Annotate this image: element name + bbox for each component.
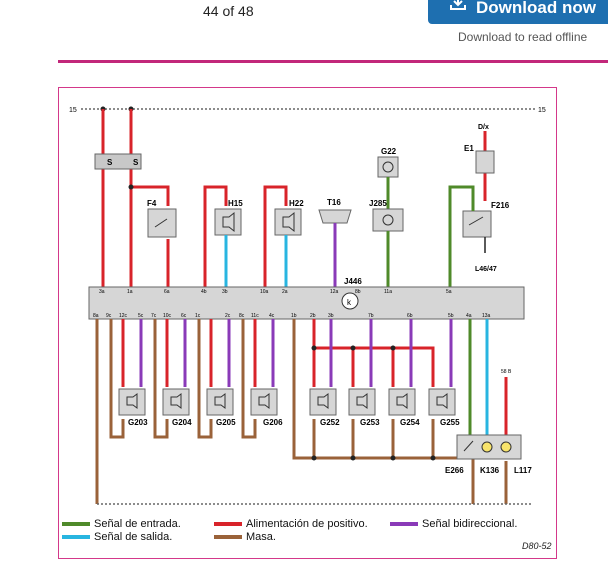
- bottom-pin-7: 1c: [195, 313, 201, 319]
- bottom-pin-2: 12c: [119, 313, 128, 319]
- top-pin-9: 11a: [384, 289, 392, 295]
- bottom-pin-17: 5b: [448, 313, 454, 319]
- label-H22: H22: [289, 199, 304, 208]
- legend-bidir-label: Señal bidireccional.: [422, 518, 518, 530]
- top-pin-8: 8b: [355, 289, 361, 295]
- rail-left-label: 15: [69, 107, 77, 114]
- svg-text:k: k: [347, 298, 352, 307]
- fuse-label-2: S: [133, 158, 139, 167]
- bottom-pin-3: 5c: [138, 313, 144, 319]
- bottom-pin-16: 6b: [407, 313, 413, 319]
- label-G255: G255: [440, 418, 460, 427]
- label-H15: H15: [228, 199, 243, 208]
- label-F4: F4: [147, 199, 157, 208]
- page-indicator: 44 of 48: [203, 3, 254, 19]
- top-pin-1: 1a: [127, 289, 133, 295]
- label-L46-47: L46/47: [475, 266, 497, 273]
- top-bar: 44 of 48 Download now Download to read o…: [0, 0, 608, 58]
- legend-power-label: Alimentación de positivo.: [246, 518, 368, 530]
- label-G254: G254: [400, 418, 420, 427]
- bottom-pin-8: 2c: [225, 313, 231, 319]
- figure-code: D80-52: [522, 541, 552, 551]
- download-offline-link[interactable]: Download to read offline: [458, 30, 588, 44]
- bottom-pin-9: 8c: [239, 313, 245, 319]
- bottom-pin-5: 10c: [163, 313, 172, 319]
- legend-swatch: [62, 535, 90, 539]
- legend-swatch: [390, 522, 418, 526]
- label-J285: J285: [369, 199, 387, 208]
- divider: [58, 60, 608, 63]
- download-button[interactable]: Download now: [428, 0, 608, 24]
- label-G22: G22: [381, 147, 397, 156]
- bottom-pin-4: 7c: [151, 313, 157, 319]
- top-pin-5: 10a: [260, 289, 269, 295]
- bottom-pin-11: 4c: [269, 313, 275, 319]
- bottom-pin-10: 11c: [251, 313, 259, 319]
- bottom-pin-14: 3b: [328, 313, 334, 319]
- label-J446: J446: [344, 277, 362, 286]
- label-58B: 58 B: [501, 369, 512, 375]
- label-G253: G253: [360, 418, 380, 427]
- label-G205: G205: [216, 418, 236, 427]
- legend-ground-label: Masa.: [246, 531, 276, 543]
- legend-swatch: [62, 522, 90, 526]
- legend-swatch: [214, 522, 242, 526]
- label-E266: E266: [445, 466, 464, 475]
- label-G206: G206: [263, 418, 283, 427]
- label-G203: G203: [128, 418, 148, 427]
- top-pin-10: 5a: [446, 289, 452, 295]
- bottom-pin-12: 1b: [291, 313, 297, 319]
- bottom-pin-1: 9c: [106, 313, 112, 319]
- top-pin-6: 2a: [282, 289, 288, 295]
- top-pin-4: 3b: [222, 289, 228, 295]
- fuse-label-1: S: [107, 158, 113, 167]
- wiring-diagram: 15 15 S S F4 H15 H22 T16 G22 J285 D/x E1…: [58, 87, 557, 559]
- label-K136: K136: [480, 466, 500, 475]
- label-E1: E1: [464, 144, 474, 153]
- legend-input-label: Señal de entrada.: [94, 518, 181, 530]
- rail-right-label: 15: [538, 107, 546, 114]
- wiring-diagram-svg: 15 15 S S F4 H15 H22 T16 G22 J285 D/x E1…: [69, 106, 546, 505]
- label-T16: T16: [327, 198, 341, 207]
- legend-output-label: Señal de salida.: [94, 531, 173, 543]
- bottom-pin-15: 7b: [368, 313, 374, 319]
- label-G252: G252: [320, 418, 340, 427]
- download-icon: [450, 0, 466, 10]
- download-button-label: Download now: [476, 0, 596, 17]
- label-Dx: D/x: [478, 124, 489, 131]
- label-F216: F216: [491, 201, 510, 210]
- bottom-pin-19: 13a: [482, 313, 491, 319]
- top-pin-2: 6a: [164, 289, 170, 295]
- top-pin-0: 3a: [99, 289, 105, 295]
- top-pin-7: 12a: [330, 289, 339, 295]
- bottom-pin-18: 4a: [466, 313, 472, 319]
- bottom-pin-13: 2b: [310, 313, 316, 319]
- label-L117: L117: [514, 466, 532, 475]
- bottom-pin-0: 8a: [93, 313, 99, 319]
- legend-swatch: [214, 535, 242, 539]
- label-G204: G204: [172, 418, 192, 427]
- bottom-pin-6: 6c: [181, 313, 187, 319]
- top-pin-3: 4b: [201, 289, 207, 295]
